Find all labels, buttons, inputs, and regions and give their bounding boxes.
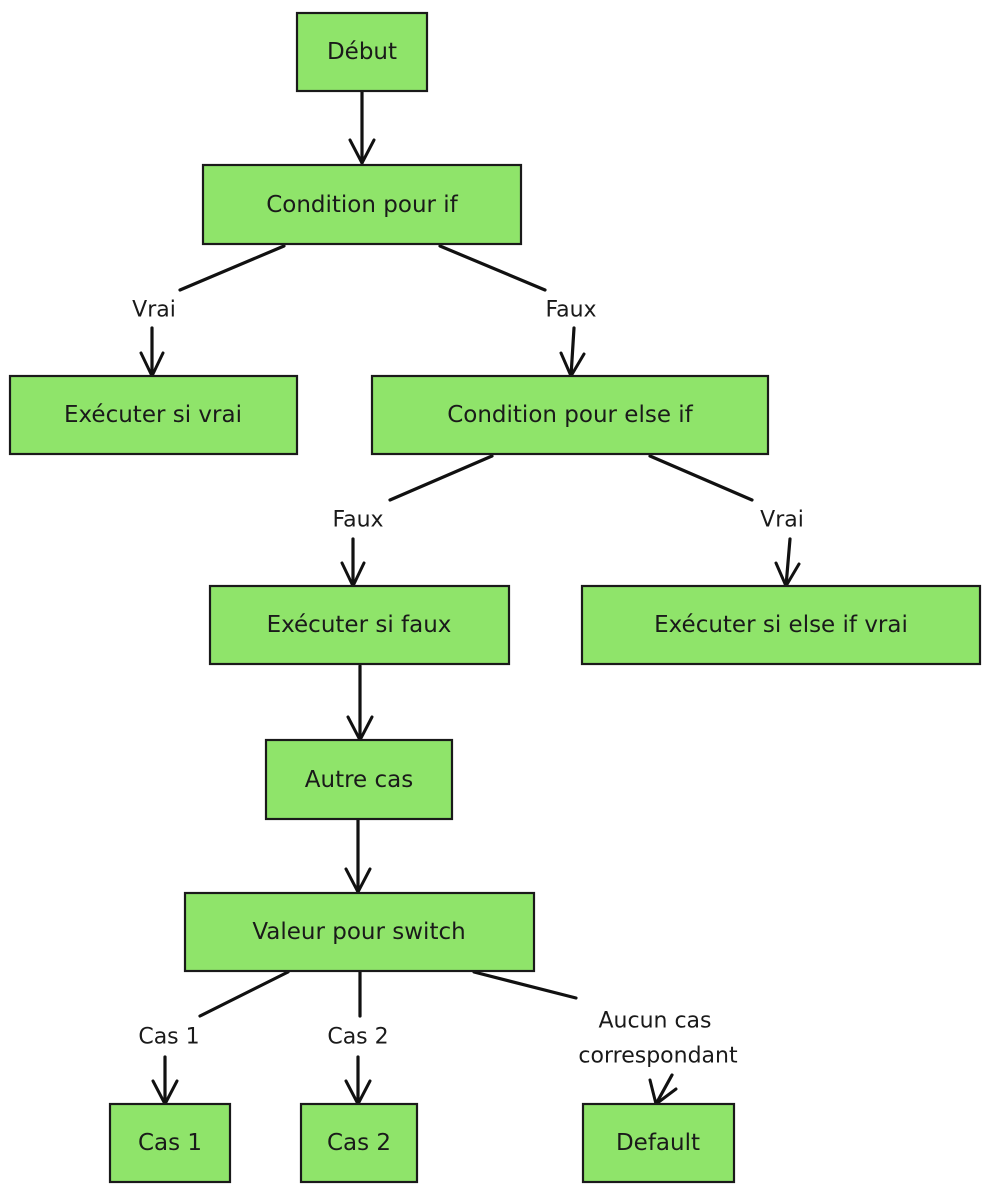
edge-switch-default — [472, 970, 678, 1106]
svg-text:Cas 2: Cas 2 — [327, 1130, 391, 1156]
edge-label-switch-default-line2: correspondant — [578, 1044, 738, 1069]
edge-label-elseif-vrai: Vrai — [760, 508, 804, 533]
node-condition-if: Condition pour if — [201, 163, 523, 246]
edge-label-if-faux: Faux — [545, 298, 596, 323]
edge-label-if-vrai: Vrai — [132, 298, 176, 323]
edge-label-switch-cas2: Cas 2 — [327, 1025, 388, 1050]
edge-faux-to-autre-cas — [346, 664, 374, 742]
node-condition-else-if: Condition pour else if — [370, 374, 770, 456]
node-executer-si-faux: Exécuter si faux — [208, 584, 511, 666]
svg-text:Condition pour else if: Condition pour else if — [447, 402, 693, 428]
svg-text:Autre cas: Autre cas — [305, 767, 413, 793]
edge-debut-to-condition-if — [348, 90, 376, 165]
edge-label-elseif-faux: Faux — [332, 508, 383, 533]
svg-text:Condition pour if: Condition pour if — [266, 192, 458, 218]
svg-text:Cas 1: Cas 1 — [138, 1130, 202, 1156]
edge-autre-cas-to-switch — [344, 818, 372, 894]
node-cas1: Cas 1 — [108, 1102, 232, 1184]
node-autre-cas: Autre cas — [264, 738, 454, 821]
svg-text:Exécuter si faux: Exécuter si faux — [267, 612, 452, 638]
edge-labels: Vrai Faux Faux Vrai Cas 1 Cas 2 Aucun ca… — [132, 298, 804, 1069]
svg-text:Valeur pour switch: Valeur pour switch — [252, 919, 465, 945]
node-debut: Début — [295, 11, 429, 93]
edge-label-switch-default-line1: Aucun cas — [598, 1009, 711, 1034]
nodes: Début Condition pour if Exécuter si vrai… — [8, 11, 982, 1184]
node-cas2: Cas 2 — [299, 1102, 419, 1184]
node-default: Default — [581, 1102, 736, 1184]
svg-text:Default: Default — [616, 1130, 700, 1156]
svg-text:Début: Début — [327, 39, 397, 65]
node-executer-si-vrai: Exécuter si vrai — [8, 374, 299, 456]
edge-label-switch-cas1: Cas 1 — [138, 1025, 199, 1050]
svg-text:Exécuter si vrai: Exécuter si vrai — [64, 402, 242, 428]
svg-text:Exécuter si else if vrai: Exécuter si else if vrai — [654, 612, 908, 638]
node-executer-si-else-if-vrai: Exécuter si else if vrai — [580, 584, 982, 666]
node-valeur-switch: Valeur pour switch — [183, 891, 536, 973]
